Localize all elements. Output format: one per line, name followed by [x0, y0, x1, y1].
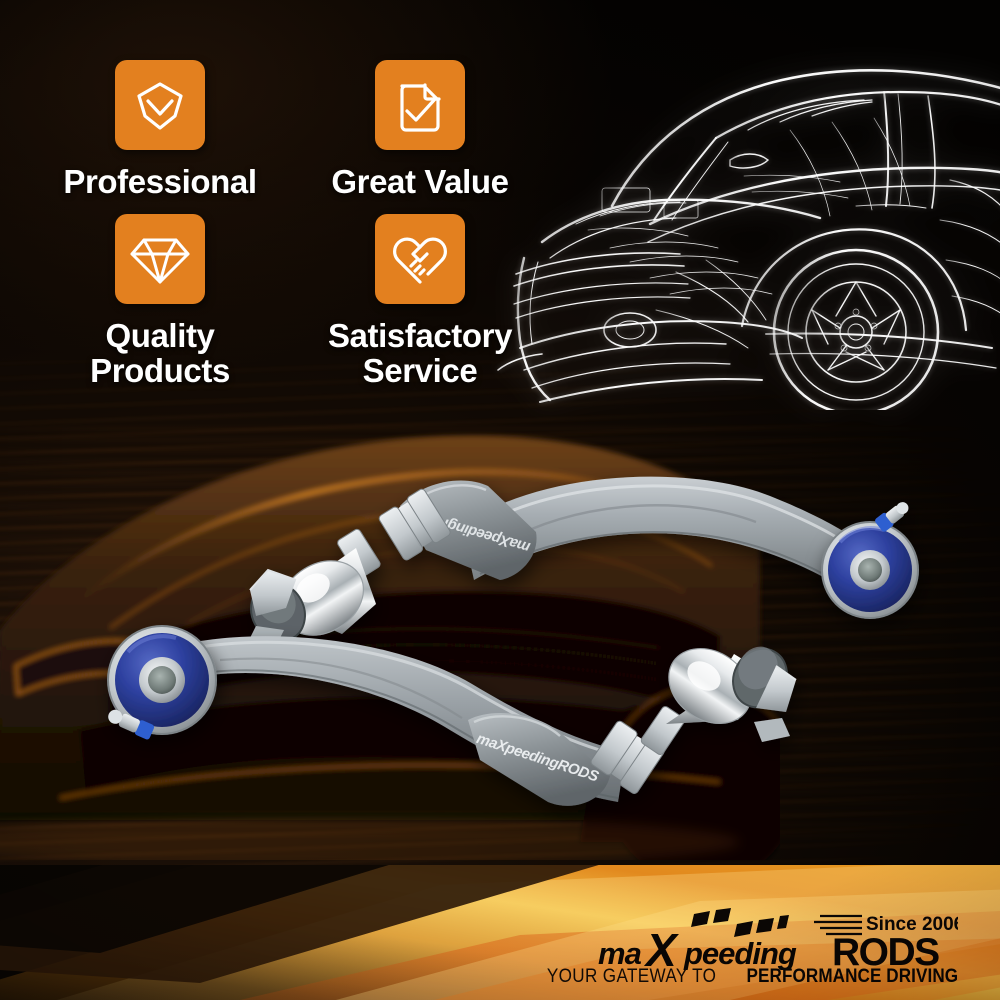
feature-satisfactory-service[interactable]: Satisfactory Service	[290, 200, 550, 389]
handshake-heart-icon	[375, 213, 465, 304]
feature-label-line2: Service	[362, 352, 478, 390]
brand-logo-part3: peeding	[683, 936, 797, 970]
brand-tagline: YOUR GATEWAY TO PERFORMANCE DRIVING	[546, 966, 958, 988]
brand-logo: Since 2006 ma X peeding RODS YOUR GATEWA…	[546, 908, 958, 988]
feature-label: Satisfactory Service	[327, 316, 513, 390]
wireframe-car-illustration	[480, 10, 1000, 410]
feature-label: Professional	[63, 163, 257, 200]
product-image-camber-arms: maXpeedingRODS	[70, 430, 950, 860]
feature-label: Great Value	[331, 163, 509, 200]
engraving-plate-lower: maXpeedingRODS	[468, 712, 610, 806]
camber-arm-upper: maXpeedingRODS	[249, 476, 870, 646]
camber-arm-lower: maXpeedingRODS	[166, 636, 797, 806]
checkered-flag-icon	[691, 908, 789, 937]
feature-row-1: Professional Great Value	[30, 60, 550, 200]
feature-label: Quality Products	[90, 316, 230, 390]
feature-great-value[interactable]: Great Value	[290, 60, 550, 200]
brand-tagline-bold: PERFORMANCE DRIVING	[746, 966, 958, 987]
diamond-icon	[115, 213, 205, 304]
bushing-lower-left	[107, 625, 217, 740]
brand-logo-part4: RODS	[832, 931, 939, 970]
document-check-icon	[375, 60, 465, 150]
brand-logo-part1: ma	[598, 936, 642, 970]
brand-footer-band: Since 2006 ma X peeding RODS YOUR GATEWA…	[0, 865, 1000, 1000]
feature-quality-products[interactable]: Quality Products	[30, 200, 290, 389]
ball-joint-upper	[249, 548, 376, 646]
brand-logo-part2: X	[643, 924, 679, 970]
feature-label-line2: Products	[90, 352, 230, 390]
bushing-upper-right	[821, 502, 919, 619]
shield-gem-icon	[115, 60, 205, 150]
feature-label-line1: Satisfactory	[327, 316, 513, 354]
feature-label-line1: Quality	[105, 316, 215, 354]
feature-list: Professional Great Value	[30, 60, 550, 389]
brand-tagline-light: YOUR GATEWAY TO	[546, 966, 716, 987]
feature-professional[interactable]: Professional	[30, 60, 290, 200]
feature-row-2: Quality Products Satisfactory	[30, 200, 550, 389]
